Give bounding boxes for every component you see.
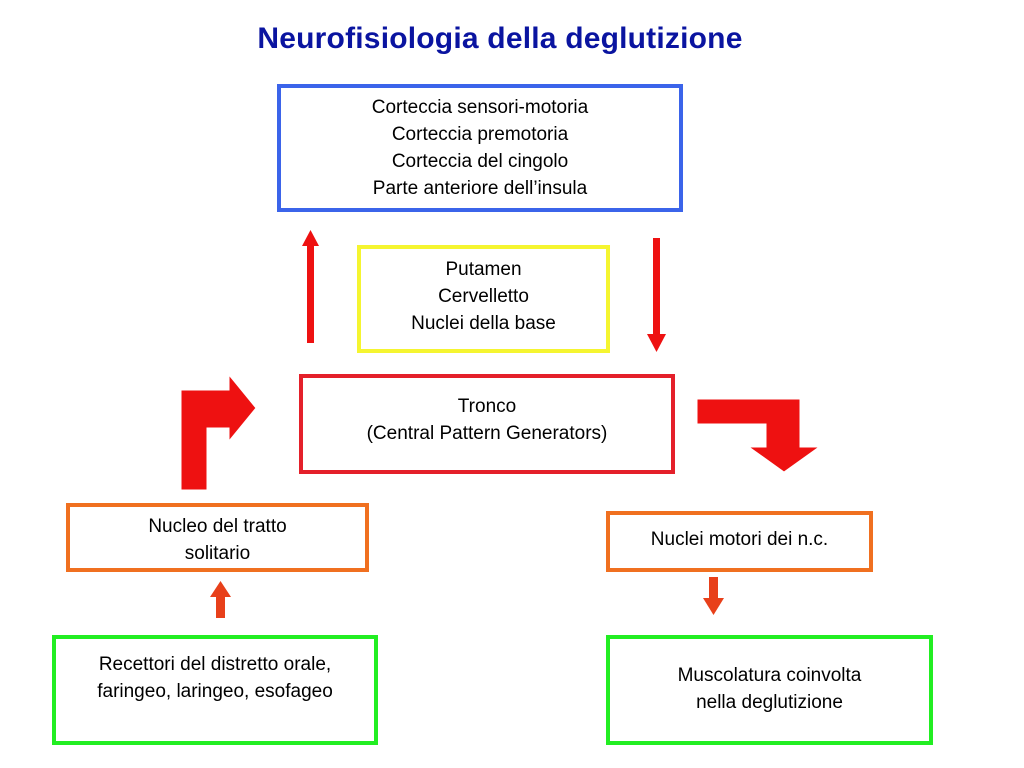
- bent-arrow-down-icon: [696, 398, 821, 473]
- cortex-line: Corteccia sensori-motoria: [371, 97, 589, 118]
- nts-line: solitario: [184, 543, 251, 564]
- basal-line: Cervelletto: [438, 286, 529, 307]
- arrow-up-icon: [302, 230, 319, 343]
- basal-ganglia-box: Putamen Cervelletto Nuclei della base: [357, 245, 610, 353]
- arrow-down-icon: [703, 577, 724, 615]
- basal-line: Putamen: [445, 259, 522, 280]
- brainstem-line: Tronco: [457, 396, 517, 417]
- receptors-line: faringeo, laringeo, esofageo: [97, 681, 333, 702]
- arrow-up-icon: [210, 581, 231, 618]
- motor-line: Nuclei motori dei n.c.: [650, 529, 829, 550]
- cortex-line: Parte anteriore dell’insula: [372, 178, 588, 199]
- muscles-line: Muscolatura coinvolta: [677, 665, 862, 686]
- receptors-line: Recettori del distretto orale,: [98, 654, 332, 675]
- page-title: Neurofisiologia della deglutizione: [257, 22, 743, 55]
- receptors-box: Recettori del distretto orale, faringeo,…: [52, 635, 378, 745]
- bent-arrow-right-icon: [180, 373, 257, 491]
- nts-line: Nucleo del tratto: [148, 516, 287, 537]
- muscles-line: nella deglutizione: [696, 692, 843, 713]
- muscles-box: Muscolatura coinvolta nella deglutizione: [606, 635, 933, 745]
- brainstem-box: Tronco (Central Pattern Generators): [299, 374, 675, 474]
- cortex-line: Corteccia premotoria: [391, 124, 569, 145]
- solitary-nucleus-box: Nucleo del tratto solitario: [66, 503, 369, 572]
- cortex-box: Corteccia sensori-motoria Corteccia prem…: [277, 84, 683, 212]
- motor-nuclei-box: Nuclei motori dei n.c.: [606, 511, 873, 572]
- arrow-down-icon: [647, 238, 666, 352]
- cortex-line: Corteccia del cingolo: [391, 151, 569, 172]
- brainstem-line: (Central Pattern Generators): [366, 423, 608, 444]
- basal-line: Nuclei della base: [411, 313, 556, 334]
